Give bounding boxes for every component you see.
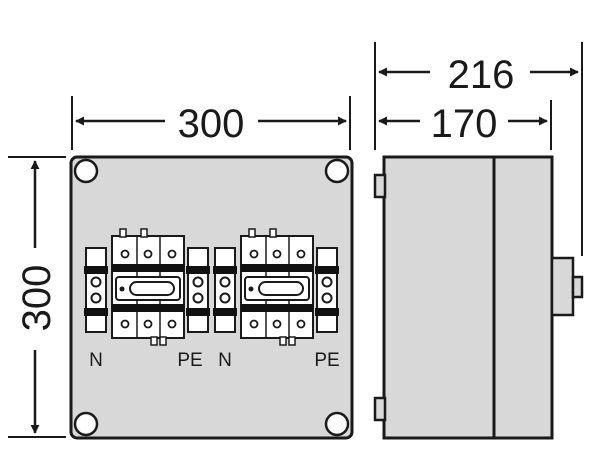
neutral-terminal-left xyxy=(84,247,108,333)
switch-screw xyxy=(167,319,177,329)
switch-band xyxy=(241,304,313,312)
terminal-band xyxy=(315,308,339,316)
terminal-screw xyxy=(321,292,333,304)
terminal-band xyxy=(84,308,108,316)
switch-screw xyxy=(272,319,282,329)
left-terminal-assembly: N PE xyxy=(84,228,210,371)
switch-handle xyxy=(129,281,175,296)
cover-screw-top-right xyxy=(324,158,350,184)
switch-tab xyxy=(248,228,256,238)
terminal-screw xyxy=(192,292,204,304)
label-neutral-left: N xyxy=(89,350,103,371)
switch-disconnector-right xyxy=(240,228,314,346)
front-height-label: 300 xyxy=(15,265,59,332)
switch-tab xyxy=(269,228,277,238)
cover-screw-bottom-left xyxy=(73,411,99,437)
switch-screw xyxy=(272,249,282,259)
enclosure-side-body xyxy=(382,155,554,440)
label-pe-left: PE xyxy=(177,350,202,371)
terminal-band xyxy=(186,266,210,274)
terminal-screw xyxy=(219,276,231,288)
pe-terminal-left xyxy=(186,247,210,333)
mounting-lug-bottom xyxy=(373,396,387,422)
switch-screw xyxy=(249,249,259,259)
handle-pivot xyxy=(119,286,125,292)
switch-band xyxy=(112,264,184,272)
switch-band xyxy=(112,304,184,312)
handle-pivot xyxy=(248,286,254,292)
side-total-label: 216 xyxy=(448,53,515,97)
terminal-screw xyxy=(219,292,231,304)
side-view xyxy=(373,155,584,440)
switch-handle xyxy=(258,281,304,296)
terminal-screw xyxy=(90,292,102,304)
enclosure-front-body xyxy=(69,155,354,440)
pe-terminal-right xyxy=(315,247,339,333)
switch-tab xyxy=(288,336,296,346)
switch-tab xyxy=(279,336,287,346)
front-view: N PE xyxy=(69,155,354,440)
label-pe-right: PE xyxy=(314,350,339,371)
dimension-front-width: 300 xyxy=(71,96,351,150)
terminal-screw xyxy=(192,276,204,288)
switch-tab xyxy=(140,228,148,238)
front-width-label: 300 xyxy=(178,102,245,146)
terminal-body xyxy=(85,247,107,333)
switch-screw xyxy=(143,319,153,329)
terminal-band xyxy=(213,266,237,274)
neutral-terminal-right xyxy=(213,247,237,333)
terminal-band xyxy=(315,266,339,274)
switch-screw xyxy=(296,319,306,329)
switch-screw xyxy=(120,249,130,259)
terminal-screw xyxy=(90,276,102,288)
dimension-side-total: 216 xyxy=(374,42,583,256)
switch-screw xyxy=(167,249,177,259)
rotary-handle-base xyxy=(550,256,575,317)
switch-screw xyxy=(296,249,306,259)
terminal-band xyxy=(84,266,108,274)
cover-screw-top-left xyxy=(73,158,99,184)
terminal-body xyxy=(214,247,236,333)
cover-screw-bottom-right xyxy=(324,411,350,437)
right-terminal-assembly: N PE xyxy=(213,228,340,371)
switch-disconnector-left xyxy=(111,228,185,346)
side-body-label: 170 xyxy=(431,102,498,146)
switch-tab xyxy=(119,228,127,238)
terminal-band xyxy=(186,308,210,316)
terminal-body xyxy=(187,247,209,333)
terminal-screw xyxy=(321,276,333,288)
switch-screw xyxy=(143,249,153,259)
dimension-front-height: 300 xyxy=(8,156,66,438)
switch-band xyxy=(241,264,313,272)
switch-tab xyxy=(159,336,167,346)
switch-tab xyxy=(150,336,158,346)
dimension-side-body: 170 xyxy=(378,100,552,150)
switch-screw xyxy=(120,319,130,329)
switch-screw xyxy=(249,319,259,329)
rotary-handle-knob xyxy=(571,275,584,299)
mounting-lug-top xyxy=(373,173,387,199)
terminal-body xyxy=(316,247,338,333)
terminal-band xyxy=(213,308,237,316)
label-neutral-right: N xyxy=(218,350,232,371)
